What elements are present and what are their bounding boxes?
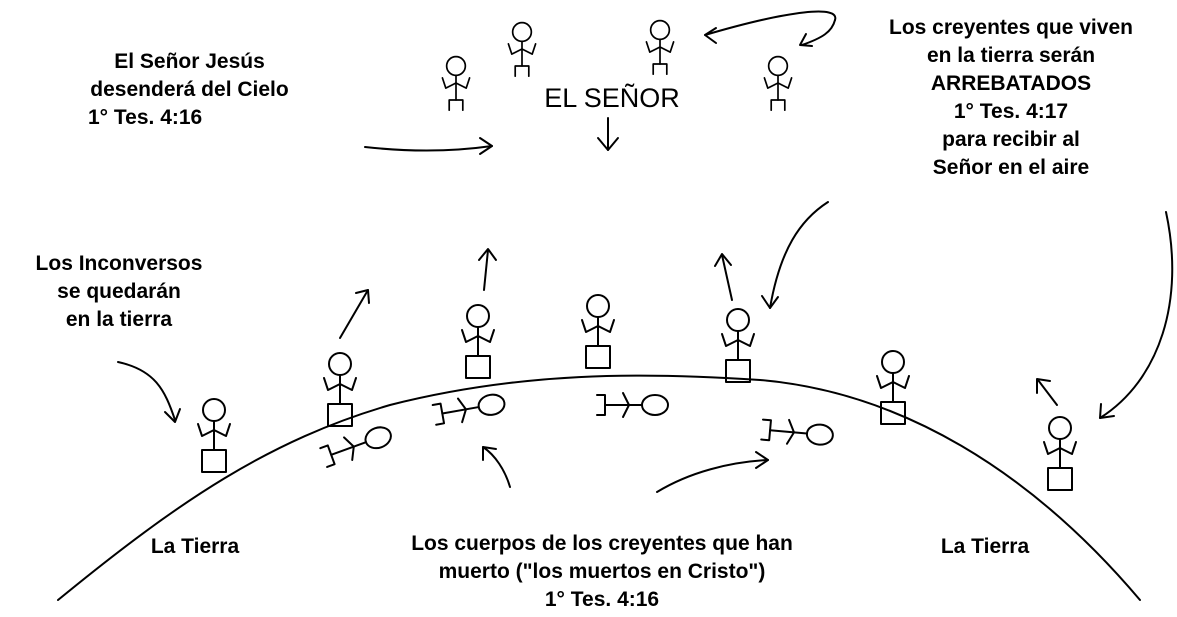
rapture-down-arrow — [761, 201, 829, 309]
unbelievers-line-2: se quedarán — [57, 280, 181, 303]
unbelievers-line-3: en la tierra — [65, 308, 173, 331]
earth-curve — [57, 374, 1141, 601]
descent-line-2: desenderá del Cielo — [90, 78, 289, 101]
stick-figure — [507, 21, 537, 78]
descent-arrow — [364, 137, 493, 155]
rapture-label: Los creyentes que viven en la tierra ser… — [850, 14, 1172, 182]
stick-figure — [581, 294, 615, 369]
dead-line-2: muerto ("los muertos en Cristo") — [438, 560, 766, 583]
stick-figure — [645, 19, 675, 76]
buried-body — [596, 392, 669, 418]
stick-figure — [197, 398, 231, 473]
unbelievers-line-1: Los Inconversos — [35, 252, 203, 275]
rise-arrow-4 — [1036, 378, 1058, 406]
rise-arrow-3 — [714, 253, 733, 301]
buried-body — [760, 418, 834, 446]
stick-figure — [1043, 416, 1077, 491]
rapture-line-1: Los creyentes que viven — [889, 16, 1133, 39]
rapture-line-5: para recibir al — [942, 128, 1080, 151]
rise-arrow-2 — [478, 248, 497, 291]
lord-down-arrow — [597, 117, 619, 151]
descent-line-3: 1° Tes. 4:16 — [88, 106, 203, 129]
right-long-arrow — [1099, 211, 1174, 419]
dead-label: Los cuerpos de los creyentes que han mue… — [352, 530, 852, 614]
rapture-line-6: Señor en el aire — [932, 156, 1090, 179]
rise-arrow-1 — [339, 289, 370, 339]
stick-figure — [876, 350, 910, 425]
rapture-line-3: ARREBATADOS — [930, 72, 1092, 95]
lord-label: EL SEÑOR — [544, 83, 680, 113]
earth-right-label: La Tierra — [940, 535, 1030, 558]
buried-body — [319, 426, 392, 468]
unbelievers-label: Los Inconversos se quedarán en la tierra — [4, 250, 234, 334]
dead-arrow-right — [656, 451, 769, 493]
buried-body — [431, 393, 506, 426]
dead-line-3: 1° Tes. 4:16 — [544, 588, 660, 611]
unbelievers-arrow — [117, 361, 181, 423]
descent-line-1: El Señor Jesús — [114, 50, 265, 73]
dead-arrow-left — [482, 446, 511, 488]
dead-line-1: Los cuerpos de los creyentes que han — [411, 532, 793, 555]
stick-figure — [461, 304, 495, 379]
stick-figure — [721, 308, 755, 383]
rapture-top-arrow — [704, 10, 837, 47]
earth-left-label: La Tierra — [150, 535, 240, 558]
stick-figure — [323, 352, 357, 427]
descent-label: El Señor Jesús desenderá del Cielo 1° Te… — [62, 48, 317, 132]
stick-figure — [441, 55, 471, 112]
rapture-line-2: en la tierra serán — [926, 44, 1096, 67]
stick-figure — [763, 55, 793, 112]
rapture-line-4: 1° Tes. 4:17 — [953, 100, 1069, 123]
